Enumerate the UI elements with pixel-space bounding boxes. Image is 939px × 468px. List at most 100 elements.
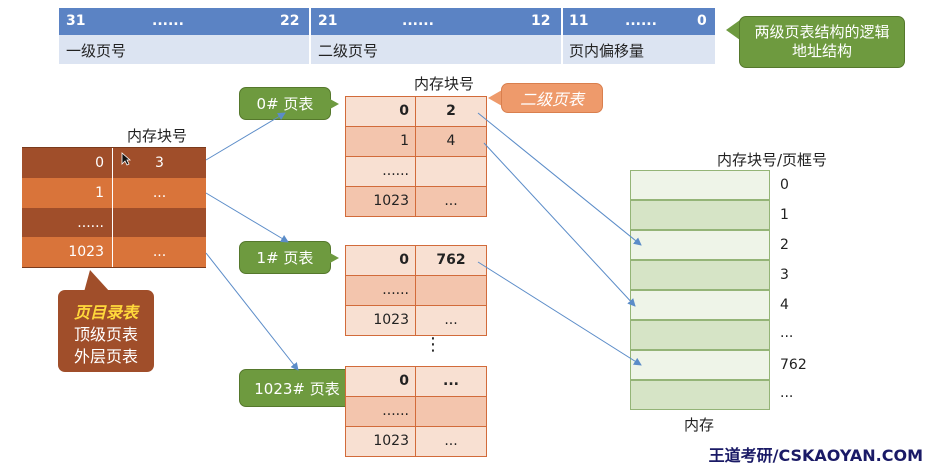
pt-block: ...	[444, 433, 458, 449]
second-level-tag: 二级页表	[501, 83, 603, 113]
memory-frame-number: 0	[780, 177, 789, 193]
memory-frame	[630, 170, 770, 200]
seg2-label: 二级页号	[318, 42, 379, 60]
memory-frame-number: 1	[780, 207, 789, 223]
vertical-ellipsis: ⋮	[424, 334, 442, 355]
memory-header: 内存块号/页框号	[717, 151, 828, 169]
pt-index: ......	[346, 397, 416, 426]
memory-frame	[630, 350, 770, 380]
page-directory-row: ......	[22, 208, 206, 239]
footer-brand: 王道考研/CSKAOYAN.COM	[708, 446, 923, 465]
page-table-row: 1023...	[346, 427, 486, 456]
seg1-high-bit: 31	[66, 13, 86, 29]
seg2-dots: ......	[402, 13, 434, 29]
seg3-high-bit: 11	[569, 13, 589, 29]
pd-index: 0	[22, 148, 113, 178]
seg3-label: 页内偏移量	[569, 42, 645, 60]
seg3-low-bit: 0	[697, 13, 707, 29]
arrow-dir1023-to-table1023	[205, 252, 299, 371]
address-separator	[561, 8, 563, 64]
address-header-bar	[59, 8, 715, 35]
seg2-high-bit: 21	[318, 13, 338, 29]
memory-frame-number: 762	[780, 357, 807, 373]
page-table-row: 0 762	[346, 246, 486, 276]
page-table-row: 0...	[346, 367, 486, 397]
page-table-row: ......	[346, 276, 486, 306]
pt-index: ......	[346, 157, 416, 186]
mouse-cursor-icon	[121, 152, 131, 166]
pt-block: 762	[436, 252, 466, 268]
second-level-header: 内存块号	[414, 75, 475, 93]
address-label-bar	[59, 35, 715, 64]
pt-block: ...	[443, 373, 459, 389]
arrow-t0r0-to-frame2	[477, 112, 642, 246]
second-level-tag-pointer	[488, 90, 502, 106]
address-format-note-text: 两级页表结构的逻辑地址结构	[754, 23, 890, 60]
seg3-dots: ......	[625, 13, 657, 29]
memory-frame	[630, 290, 770, 320]
page-directory-callout-title: 页目录表	[73, 303, 138, 322]
pt-block: ...	[444, 193, 458, 209]
page-directory-callout-line3: 外层页表	[73, 347, 138, 366]
page-table-row: 1023...	[346, 187, 486, 216]
pt-index: 1	[346, 127, 416, 156]
seg1-low-bit: 22	[280, 13, 300, 29]
page-table-1023-label-text: 1023# 页表	[254, 379, 340, 398]
memory-frame	[630, 200, 770, 230]
arrow-t0r1-to-frame4	[483, 142, 636, 307]
arrow-dir1-to-table1	[205, 192, 289, 243]
page-table-1: 0 762 ...... 1023...	[345, 245, 487, 336]
page-table-0-label-text: 0# 页表	[256, 95, 314, 113]
memory-frame-number: 2	[780, 237, 789, 253]
memory-frame	[630, 380, 770, 410]
second-level-tag-text: 二级页表	[519, 90, 584, 109]
pt-index: 1023	[346, 427, 416, 456]
pt-index: 0	[346, 97, 416, 126]
pd-block: ...	[152, 244, 167, 260]
memory-frame	[630, 230, 770, 260]
memory-frame-number: 4	[780, 297, 789, 313]
page-directory-callout-line2: 顶级页表	[73, 325, 138, 344]
page-table-1-label-text: 1# 页表	[256, 249, 314, 267]
page-directory-row: 0 3	[22, 148, 206, 179]
seg2-low-bit: 12	[531, 13, 551, 29]
pt-index: 0	[346, 367, 416, 396]
note-callout-pointer	[726, 20, 740, 40]
memory-frame-number: ...	[780, 325, 794, 341]
pt-block: 4	[446, 133, 456, 149]
pd-index: ......	[22, 208, 113, 238]
seg1-dots: ......	[152, 13, 184, 29]
memory-caption: 内存	[684, 416, 715, 434]
pt-block: ...	[444, 312, 458, 328]
page-directory-header: 内存块号	[127, 127, 188, 145]
pt-index: ......	[346, 276, 416, 305]
arrow-t1r0-to-frame762	[477, 261, 642, 366]
page-directory-callout-pointer	[84, 270, 110, 292]
pt-block: 2	[446, 103, 456, 119]
memory-frame-number: 3	[780, 267, 789, 283]
page-table-1023: 0... ...... 1023...	[345, 366, 487, 457]
pd-block: ...	[152, 185, 167, 201]
address-format-note: 两级页表结构的逻辑地址结构	[739, 16, 905, 68]
seg1-label: 一级页号	[66, 42, 127, 60]
pd-index: 1023	[22, 237, 113, 267]
pd-index: 1	[22, 178, 113, 208]
page-directory-row: 1023 ...	[22, 237, 206, 267]
arrow-dir0-to-table0	[205, 112, 286, 161]
memory-frame-number: ...	[780, 385, 794, 401]
memory-frame	[630, 320, 770, 350]
memory-frame	[630, 260, 770, 290]
page-directory-callout: 页目录表 顶级页表 外层页表	[58, 290, 154, 372]
pt-index: 1023	[346, 187, 416, 216]
pt-index: 0	[346, 246, 416, 275]
pd-block: 3	[155, 155, 164, 171]
page-table-row: ......	[346, 397, 486, 427]
pt-index: 1023	[346, 306, 416, 335]
page-table-row: 1023...	[346, 306, 486, 335]
address-separator	[309, 8, 311, 64]
page-table-row: ......	[346, 157, 486, 187]
